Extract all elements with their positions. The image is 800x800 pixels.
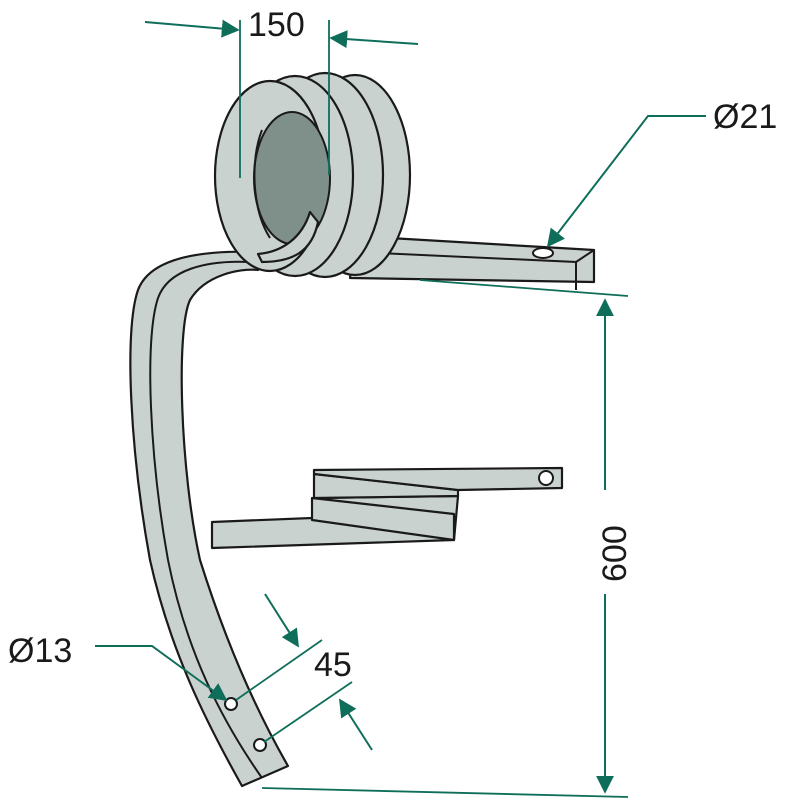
tine-hole-label: Ø13: [8, 632, 72, 670]
spring-coil: [213, 71, 412, 279]
dimension-hole-spacing: 45: [235, 593, 373, 751]
upper-mount-bar: [348, 234, 596, 290]
hole-spacing-label: 45: [314, 646, 352, 684]
dimension-mount-hole: Ø21: [546, 98, 777, 248]
dimension-tine-hole: Ø13: [8, 632, 228, 702]
dimension-overall-height: 600: [261, 279, 634, 798]
tine-hole-lower: [253, 738, 267, 752]
coil-width-label: 150: [248, 6, 305, 44]
tine-hole-upper: [224, 697, 238, 711]
mount-hole-label: Ø21: [713, 98, 777, 136]
dimension-coil-width: 150: [144, 6, 419, 178]
overall-height-label: 600: [596, 525, 634, 582]
upper-mount-hole: [532, 247, 554, 259]
lower-mount-bar: [210, 466, 564, 550]
lower-mount-hole: [538, 470, 554, 486]
